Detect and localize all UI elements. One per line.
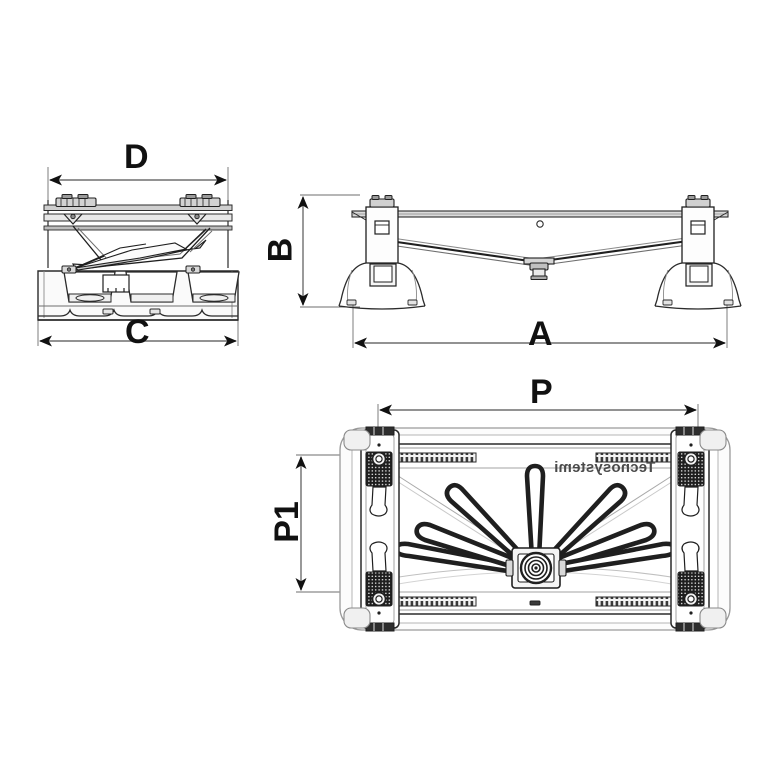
dimension-b [297, 194, 360, 308]
dimension-label-c: C [125, 313, 150, 351]
side-view [37, 167, 240, 347]
dimension-label-d: D [124, 138, 149, 176]
front-left-column [338, 195, 426, 310]
brand-logo-text: Tecnosystemi [554, 459, 656, 476]
dimension-label-b: B [261, 237, 300, 263]
plan-right-rail [670, 426, 710, 632]
plan-left-rail [360, 426, 400, 632]
side-folded-arm-linkage [71, 225, 213, 271]
front-right-column [654, 195, 742, 310]
side-hinge-blocks [55, 194, 221, 225]
plan-corner-pads [343, 429, 727, 629]
front-top-panel [351, 210, 729, 228]
side-base-body [37, 265, 240, 321]
front-elevation-view [297, 194, 742, 349]
plan-view [295, 404, 731, 632]
side-lid-frame [43, 200, 233, 268]
plan-fan-blades [393, 463, 678, 576]
plan-vent-louvers [390, 452, 680, 607]
front-v-arm-assembly [389, 237, 689, 280]
dimension-label-p: P [530, 373, 553, 411]
dimension-label-p1: P1 [268, 501, 306, 543]
dimension-label-a: A [528, 315, 553, 353]
plan-center-hub [505, 547, 567, 606]
